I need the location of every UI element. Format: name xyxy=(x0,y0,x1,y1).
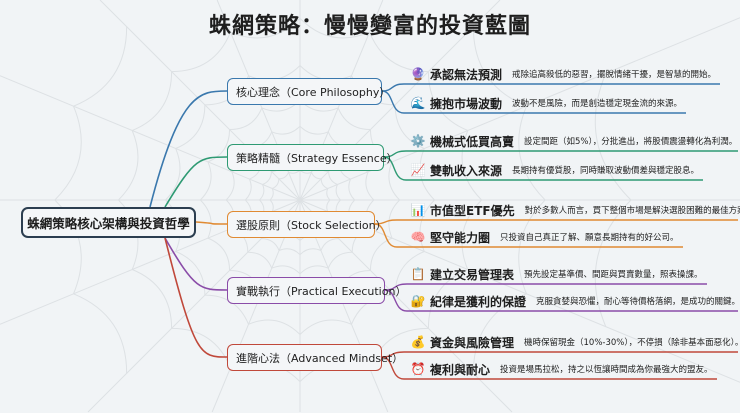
wave-icon: 🌊 xyxy=(410,96,426,110)
leaf-item: 📈 雙軌收入來源長期持有優質股，同時賺取波動價差與穩定股息。 xyxy=(410,160,700,180)
branch-connector xyxy=(381,83,720,92)
table-icon: 📋 xyxy=(410,267,426,281)
branch-connector xyxy=(164,237,228,358)
clock-icon: ⏰ xyxy=(410,362,426,376)
branch-connector xyxy=(384,289,738,312)
leaf-description: 機時保留現金（10%-30%），不停損（除非基本面惡化）。 xyxy=(524,338,740,348)
leaf-title: 擁抱市場波動 xyxy=(430,96,503,111)
leaf-title: 資金與風險管理 xyxy=(430,335,515,350)
leaf-title: 建立交易管理表 xyxy=(430,267,515,282)
branch-connector xyxy=(381,351,738,358)
branch-connector xyxy=(383,150,738,158)
brain-icon: 🧠 xyxy=(410,230,426,244)
branch-node-core: 核心理念（Core Philosophy） xyxy=(227,78,390,105)
branch-node-execution: 實戰執行（Practical Execution） xyxy=(227,277,406,304)
leaf-title: 市值型ETF優先 xyxy=(430,203,515,218)
branch-connector xyxy=(383,156,703,181)
branch-connector xyxy=(381,356,717,380)
branch-connector xyxy=(381,90,686,114)
leaf-description: 對於多數人而言，買下整個市場是解決選股困難的最佳方案。 xyxy=(524,206,740,216)
leaf-description: 只投資自己真正了解、願意長期持有的好公司。 xyxy=(500,233,679,243)
money-bag-icon: 💰 xyxy=(410,335,426,349)
leaf-description: 長期持有優質股，同時賺取波動價差與穩定股息。 xyxy=(512,166,700,176)
leaf-title: 承認無法預測 xyxy=(430,67,503,82)
crystal-ball-icon: 🔮 xyxy=(410,67,426,81)
branch-node-strategy: 策略精髓（Strategy Essence） xyxy=(227,144,398,171)
leaf-item: 🌊 擁抱市場波動波動不是風險，而是創造穩定現金流的來源。 xyxy=(410,93,683,113)
branch-node-mindset: 進階心法（Advanced Mindset） xyxy=(227,344,403,371)
branch-connector xyxy=(374,223,683,248)
leaf-item: 📋 建立交易管理表預先設定基準價、間距與買賣數量，照表操課。 xyxy=(410,264,703,284)
leaf-title: 複利與耐心 xyxy=(430,362,491,377)
branch-connector xyxy=(374,219,738,225)
branch-connector xyxy=(384,283,707,291)
leaf-description: 設定間距（如5%），分批進出，將股價震盪轉化為利潤。 xyxy=(524,137,738,147)
leaf-item: ⚙️ 機械式低買高賣設定間距（如5%），分批進出，將股價震盪轉化為利潤。 xyxy=(410,131,738,151)
leaf-item: 🔮 承認無法預測戒除追高殺低的惡習，擺脫情緒干擾，是智慧的開始。 xyxy=(410,64,717,84)
leaf-item: 💰 資金與風險管理機時保留現金（10%-30%），不停損（除非基本面惡化）。 xyxy=(410,332,740,352)
leaf-item: 🔐 紀律是獲利的保證克服貪婪與恐懼，耐心等待價格落網，是成功的關鍵。 xyxy=(410,291,740,311)
gear-icon: ⚙️ xyxy=(410,134,426,148)
chart-up-icon: 📈 xyxy=(410,163,426,177)
branch-connector xyxy=(149,90,228,208)
leaf-description: 投資是場馬拉松，持之以恆讓時間成為你最強大的盟友。 xyxy=(500,365,713,375)
branch-connector xyxy=(164,237,228,291)
leaf-description: 預先設定基準價、間距與買賣數量，照表操課。 xyxy=(524,270,703,280)
branch-node-stock: 選股原則（Stock Selection） xyxy=(227,211,387,238)
web-ring xyxy=(54,26,546,374)
page-title: 蛛網策略：慢慢變富的投資藍圖 xyxy=(208,14,531,39)
leaf-description: 戒除追高殺低的惡習，擺脫情緒干擾，是智慧的開始。 xyxy=(512,70,717,80)
leaf-title: 堅守能力圈 xyxy=(430,230,491,245)
branch-connector xyxy=(195,221,228,225)
branch-connector xyxy=(164,156,228,208)
bar-chart-icon: 📊 xyxy=(410,203,426,217)
leaf-item: 📊 市值型ETF優先對於多數人而言，買下整個市場是解決選股困難的最佳方案。 xyxy=(410,200,740,220)
leaf-description: 波動不是風險，而是創造穩定現金流的來源。 xyxy=(512,99,683,109)
leaf-title: 紀律是獲利的保證 xyxy=(430,294,527,309)
root-node: 蛛網策略核心架構與投資哲學 xyxy=(21,207,196,238)
leaf-description: 克服貪婪與恐懼，耐心等待價格落網，是成功的關鍵。 xyxy=(536,297,740,307)
leaf-item: 🧠 堅守能力圈只投資自己真正了解、願意長期持有的好公司。 xyxy=(410,227,679,247)
leaf-title: 機械式低買高賣 xyxy=(430,134,515,149)
lock-icon: 🔐 xyxy=(410,294,426,308)
leaf-title: 雙軌收入來源 xyxy=(430,163,503,178)
leaf-item: ⏰ 複利與耐心投資是場馬拉松，持之以恆讓時間成為你最強大的盟友。 xyxy=(410,359,713,379)
